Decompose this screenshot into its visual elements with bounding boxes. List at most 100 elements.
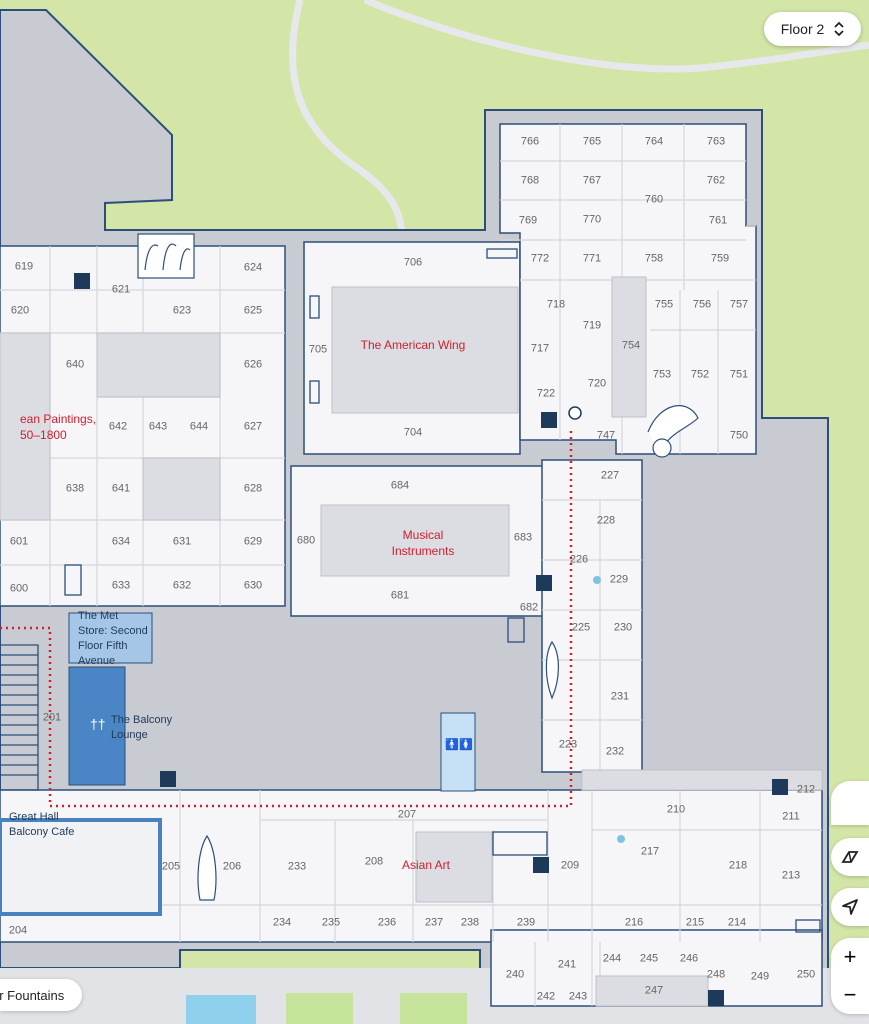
room-619[interactable]: 619 [14, 260, 34, 273]
room-215[interactable]: 215 [685, 916, 705, 929]
room-719[interactable]: 719 [582, 319, 602, 332]
room-642[interactable]: 642 [108, 420, 128, 433]
room-771[interactable]: 771 [582, 252, 602, 265]
room-769[interactable]: 769 [518, 214, 538, 227]
nearby-location-pill[interactable]: er Fountains [0, 979, 82, 1011]
room-201[interactable]: 201 [42, 711, 62, 724]
room-682[interactable]: 682 [519, 601, 539, 614]
room-633[interactable]: 633 [111, 579, 131, 592]
room-214[interactable]: 214 [727, 916, 747, 929]
room-763[interactable]: 763 [706, 135, 726, 148]
room-231[interactable]: 231 [610, 690, 630, 703]
room-634[interactable]: 634 [111, 535, 131, 548]
room-238[interactable]: 238 [460, 916, 480, 929]
room-244[interactable]: 244 [602, 952, 622, 965]
room-770[interactable]: 770 [582, 213, 602, 226]
room-641[interactable]: 641 [111, 482, 131, 495]
room-628[interactable]: 628 [243, 482, 263, 495]
european-paintings-label[interactable]: ean Paintings, 50–1800 [20, 412, 97, 442]
room-234[interactable]: 234 [272, 916, 292, 929]
room-621[interactable]: 621 [111, 283, 131, 296]
room-248[interactable]: 248 [706, 968, 726, 981]
room-752[interactable]: 752 [690, 368, 710, 381]
musical-instruments-label[interactable]: Musical Instruments [391, 528, 455, 558]
room-246[interactable]: 246 [679, 952, 699, 965]
zoom-in-button[interactable]: + [843, 944, 857, 969]
room-706[interactable]: 706 [403, 256, 423, 269]
room-757[interactable]: 757 [729, 298, 749, 311]
room-624[interactable]: 624 [243, 261, 263, 274]
room-218[interactable]: 218 [728, 859, 748, 872]
room-232[interactable]: 232 [605, 745, 625, 758]
room-249[interactable]: 249 [750, 970, 770, 983]
room-747[interactable]: 747 [596, 429, 616, 442]
room-217[interactable]: 217 [640, 845, 660, 858]
room-237[interactable]: 237 [424, 916, 444, 929]
room-623[interactable]: 623 [172, 304, 192, 317]
room-768[interactable]: 768 [520, 174, 540, 187]
room-228[interactable]: 228 [596, 514, 616, 527]
balcony-lounge-label[interactable]: The Balcony Lounge [111, 714, 173, 741]
room-705[interactable]: 705 [308, 343, 328, 356]
room-601[interactable]: 601 [9, 535, 29, 548]
room-625[interactable]: 625 [243, 304, 263, 317]
room-758[interactable]: 758 [644, 252, 664, 265]
room-241[interactable]: 241 [557, 958, 577, 971]
zoom-out-button[interactable]: − [843, 982, 857, 1007]
room-233[interactable]: 233 [287, 860, 307, 873]
locate-me-button[interactable] [831, 888, 869, 926]
room-236[interactable]: 236 [377, 916, 397, 929]
room-600[interactable]: 600 [9, 582, 29, 595]
room-205[interactable]: 205 [161, 860, 181, 873]
room-761[interactable]: 761 [708, 214, 728, 227]
room-227[interactable]: 227 [600, 469, 620, 482]
room-760[interactable]: 760 [644, 193, 664, 206]
floor-selector[interactable]: Floor 2 [764, 12, 861, 46]
met-store-label[interactable]: The Met Store: Second Floor Fifth Avenue [78, 610, 148, 667]
room-239[interactable]: 239 [516, 916, 536, 929]
room-631[interactable]: 631 [172, 535, 192, 548]
room-247[interactable]: 247 [644, 984, 664, 997]
room-209[interactable]: 209 [560, 859, 580, 872]
room-208[interactable]: 208 [364, 855, 384, 868]
room-212[interactable]: 212 [796, 783, 816, 796]
room-620[interactable]: 620 [10, 304, 30, 317]
room-756[interactable]: 756 [692, 298, 712, 311]
room-759[interactable]: 759 [710, 252, 730, 265]
room-240[interactable]: 240 [505, 968, 525, 981]
room-216[interactable]: 216 [624, 916, 644, 929]
room-210[interactable]: 210 [666, 803, 686, 816]
room-207[interactable]: 207 [397, 808, 417, 821]
room-213[interactable]: 213 [781, 869, 801, 882]
room-226[interactable]: 226 [569, 553, 589, 566]
room-242[interactable]: 242 [536, 990, 556, 1003]
room-767[interactable]: 767 [582, 174, 602, 187]
room-204[interactable]: 204 [8, 924, 28, 937]
room-225[interactable]: 225 [571, 621, 591, 634]
room-627[interactable]: 627 [243, 420, 263, 433]
room-750[interactable]: 750 [729, 429, 749, 442]
room-704[interactable]: 704 [403, 426, 423, 439]
room-762[interactable]: 762 [706, 174, 726, 187]
room-753[interactable]: 753 [652, 368, 672, 381]
room-683[interactable]: 683 [513, 531, 533, 544]
room-751[interactable]: 751 [729, 368, 749, 381]
room-720[interactable]: 720 [587, 377, 607, 390]
room-766[interactable]: 766 [520, 135, 540, 148]
room-211[interactable]: 211 [782, 810, 800, 823]
room-718[interactable]: 718 [546, 298, 566, 311]
map-panel-tab[interactable] [831, 781, 869, 825]
room-626[interactable]: 626 [243, 358, 263, 371]
room-755[interactable]: 755 [654, 298, 674, 311]
room-764[interactable]: 764 [644, 135, 664, 148]
american-wing-label[interactable]: The American Wing [360, 338, 466, 352]
room-206[interactable]: 206 [222, 860, 242, 873]
room-245[interactable]: 245 [639, 952, 659, 965]
room-754[interactable]: 754 [621, 339, 641, 352]
room-684[interactable]: 684 [390, 479, 410, 492]
room-243[interactable]: 243 [568, 990, 588, 1003]
asian-art-label[interactable]: Asian Art [401, 858, 451, 872]
room-250[interactable]: 250 [796, 968, 816, 981]
room-772[interactable]: 772 [530, 252, 550, 265]
